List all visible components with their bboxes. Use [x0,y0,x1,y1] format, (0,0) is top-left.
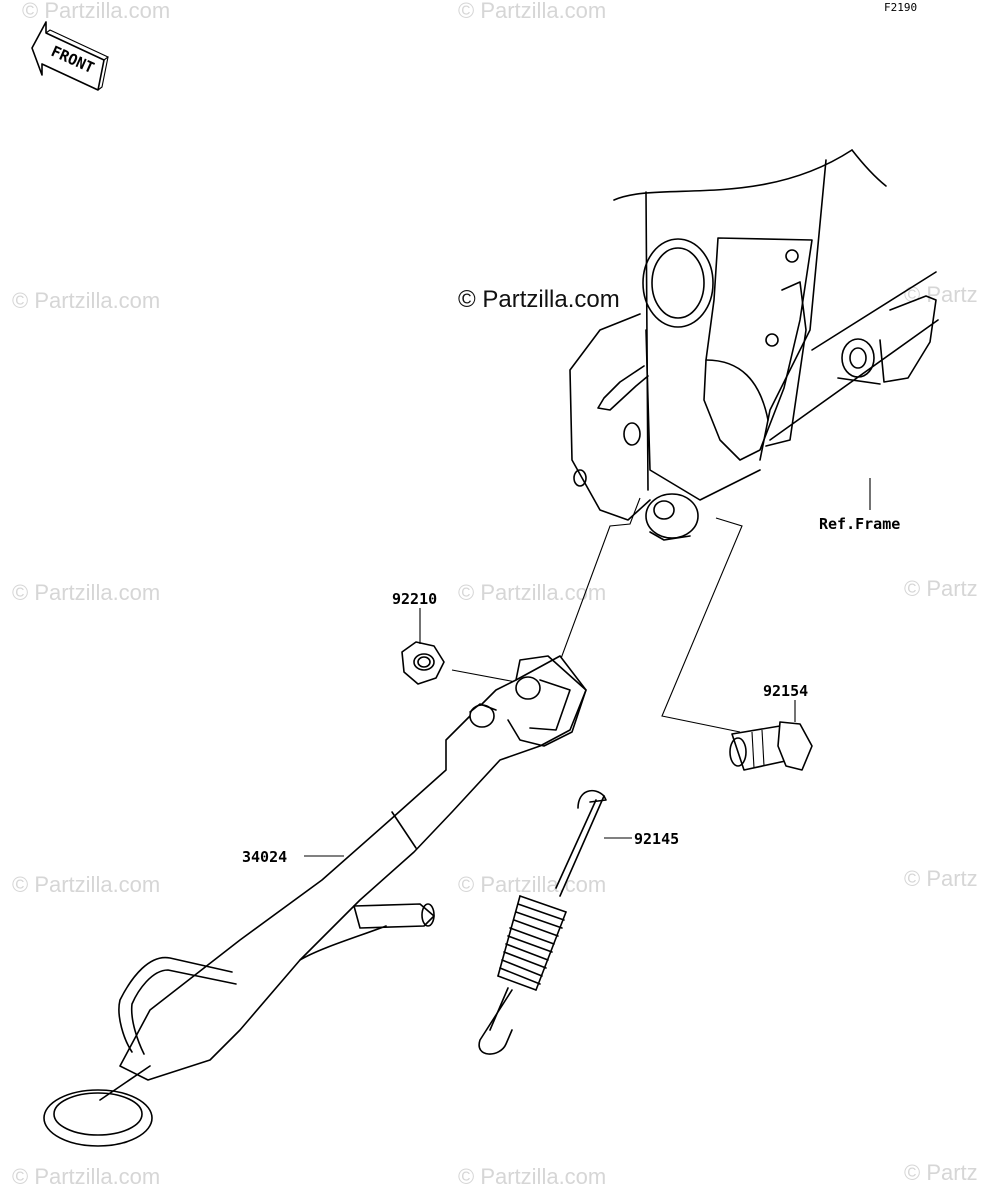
watermark: © Partzilla.com [12,580,160,605]
part-92210-nut[interactable] [401,641,445,685]
watermark: © Partzilla.com [458,580,606,605]
diagram-code: F2190 [884,1,917,14]
ref-frame-label: Ref.Frame [819,515,900,533]
part-92145-spring[interactable] [478,789,607,1055]
watermark: © Partz [904,282,978,307]
watermarks: © Partzilla.com © Partzilla.com © Partzi… [12,0,978,1189]
part-34024-side-stand[interactable] [43,655,587,1147]
watermark: © Partzilla.com [12,288,160,313]
watermark: © Partzilla.com [458,0,606,23]
watermark: © Partzilla.com [22,0,170,23]
watermark: © Partzilla.com [458,872,606,897]
watermark: © Partz [904,1160,978,1185]
watermark: © Partz [904,576,978,601]
front-arrow-icon: FRONT [31,21,110,91]
part-number-92154: 92154 [763,682,808,700]
watermark: © Partzilla.com [458,1164,606,1189]
watermark: © Partz [904,866,978,891]
part-number-34024: 34024 [242,848,287,866]
watermark: © Partzilla.com [12,1164,160,1189]
part-number-92210: 92210 [392,590,437,608]
watermark: © Partzilla.com [12,872,160,897]
part-92154-bolt[interactable] [729,721,813,771]
center-watermark: © Partzilla.com [458,286,620,313]
frame-assembly [569,149,939,541]
part-number-92145: 92145 [634,830,679,848]
